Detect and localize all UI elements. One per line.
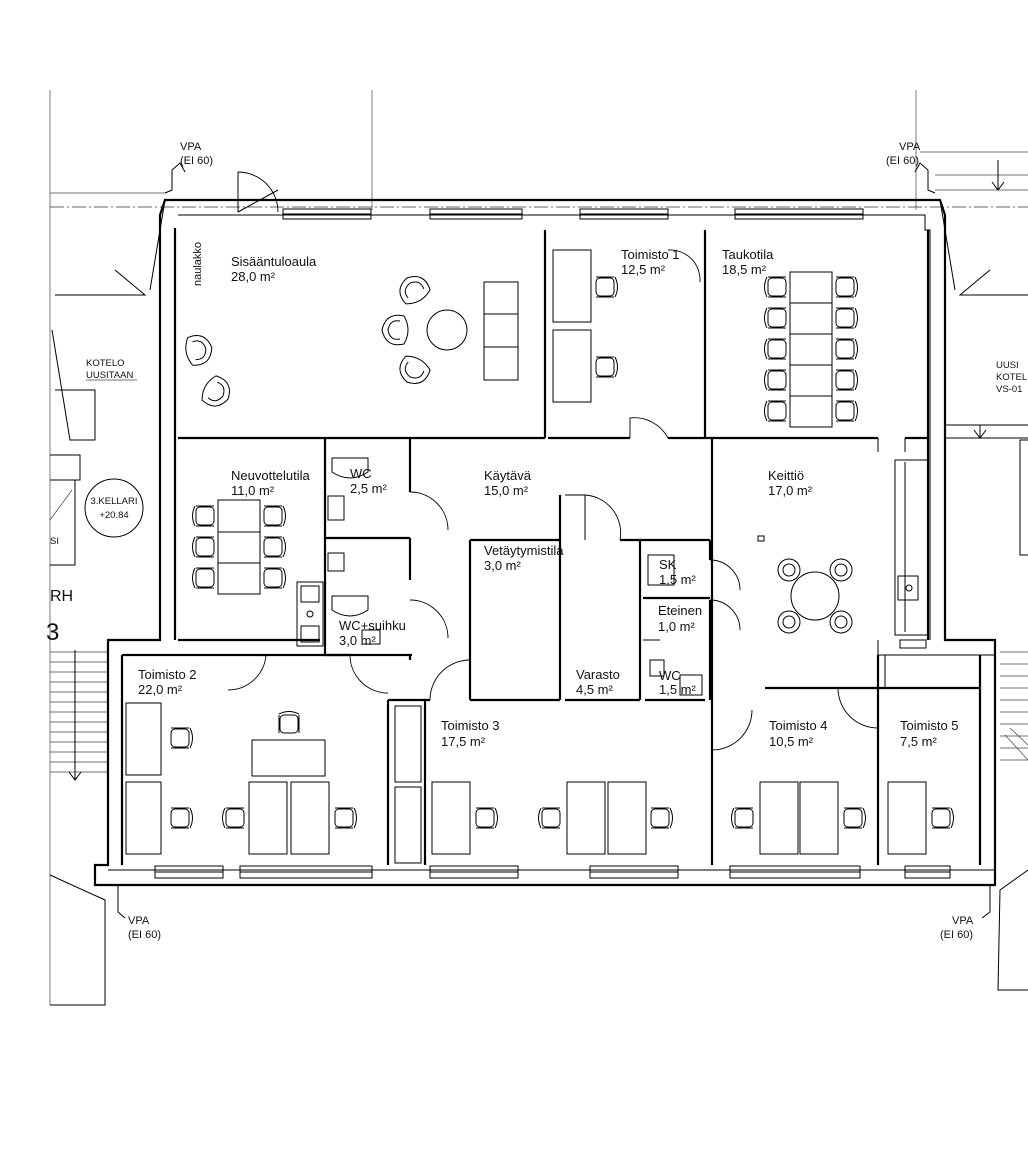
room-name-varasto: Varasto (576, 667, 620, 682)
room-name-kaytava: Käytävä (484, 468, 532, 483)
furniture (125, 249, 954, 855)
room-name-sk: SK (659, 557, 677, 572)
vpa-label-tr-line2: (EI 60) (886, 155, 919, 167)
uusi-label-line3: VS-01 (996, 384, 1022, 395)
room-name-wc1: WC (350, 466, 372, 481)
kotelo-label-line1: KOTELO (86, 358, 125, 369)
room-name-eteinen: Eteinen (658, 603, 702, 618)
vpa-label-bl-line2: (EI 60) (128, 929, 161, 941)
annotations: naulakko KOTELO UUSITAAN 3.KELLARI +20.8… (46, 141, 1027, 941)
room-name-taukotila: Taukotila (722, 247, 774, 262)
room-area-toimisto5: 7,5 m² (900, 734, 938, 749)
vpa-label-bl-line1: VPA (128, 915, 150, 927)
room-area-varasto: 4,5 m² (576, 682, 614, 697)
room-area-neuvottelutila: 11,0 m² (231, 483, 275, 498)
vpa-label-tr-line1: VPA (899, 141, 921, 153)
room-labels: Sisääntuloaula 28,0 m² Toimisto 1 12,5 m… (138, 247, 959, 749)
room-name-sisaantuloaula: Sisääntuloaula (231, 254, 317, 269)
level-marker (84, 478, 144, 538)
room-area-kaytava: 15,0 m² (484, 483, 529, 498)
room-name-keittio: Keittiö (768, 468, 804, 483)
room-area-sisaantuloaula: 28,0 m² (231, 269, 276, 284)
left-fragment-3: 3 (46, 619, 59, 646)
room-area-toimisto2: 22,0 m² (138, 682, 183, 697)
vpa-label-br-line1: VPA (952, 915, 974, 927)
kellari-label-line2: +20.84 (99, 510, 128, 521)
room-name-wc2: WC (659, 668, 681, 683)
room-area-sk: 1,5 m² (659, 572, 697, 587)
room-name-toimisto2: Toimisto 2 (138, 667, 197, 682)
room-name-wcsuihku: WC+suihku (339, 618, 406, 633)
room-area-taukotila: 18,5 m² (722, 262, 767, 277)
kellari-label-line1: 3.KELLARI (91, 496, 138, 507)
room-area-wcsuihku: 3,0 m² (339, 633, 377, 648)
room-area-toimisto4: 10,5 m² (769, 734, 814, 749)
room-name-neuvottelutila: Neuvottelutila (231, 468, 311, 483)
room-name-toimisto5: Toimisto 5 (900, 718, 959, 733)
room-name-toimisto1: Toimisto 1 (621, 247, 680, 262)
naulakko-label: naulakko (192, 242, 204, 286)
vpa-label-br-line2: (EI 60) (940, 929, 973, 941)
vpa-label-tl-line1: VPA (180, 141, 202, 153)
room-area-wc2: 1,5 m² (659, 682, 697, 697)
uusi-label-line2: KOTEL (996, 372, 1027, 383)
building-walls (93, 162, 997, 919)
kotelo-label-line2: UUSITAAN (86, 370, 133, 381)
room-name-vetaytymistila: Vetäytymistila (484, 543, 564, 558)
room-area-eteinen: 1,0 m² (658, 619, 696, 634)
room-name-toimisto4: Toimisto 4 (769, 718, 828, 733)
site-lines (49, 90, 1028, 1006)
room-area-keittio: 17,0 m² (768, 483, 813, 498)
room-area-vetaytymistila: 3,0 m² (484, 558, 522, 573)
room-area-toimisto3: 17,5 m² (441, 734, 486, 749)
room-area-toimisto1: 12,5 m² (621, 262, 666, 277)
left-fragment-rh: RH (50, 588, 73, 605)
room-name-toimisto3: Toimisto 3 (441, 718, 500, 733)
left-fragment-si: SI (50, 536, 59, 547)
room-area-wc1: 2,5 m² (350, 481, 388, 496)
uusi-label-line1: UUSI (996, 360, 1019, 371)
vpa-label-tl-line2: (EI 60) (180, 155, 213, 167)
